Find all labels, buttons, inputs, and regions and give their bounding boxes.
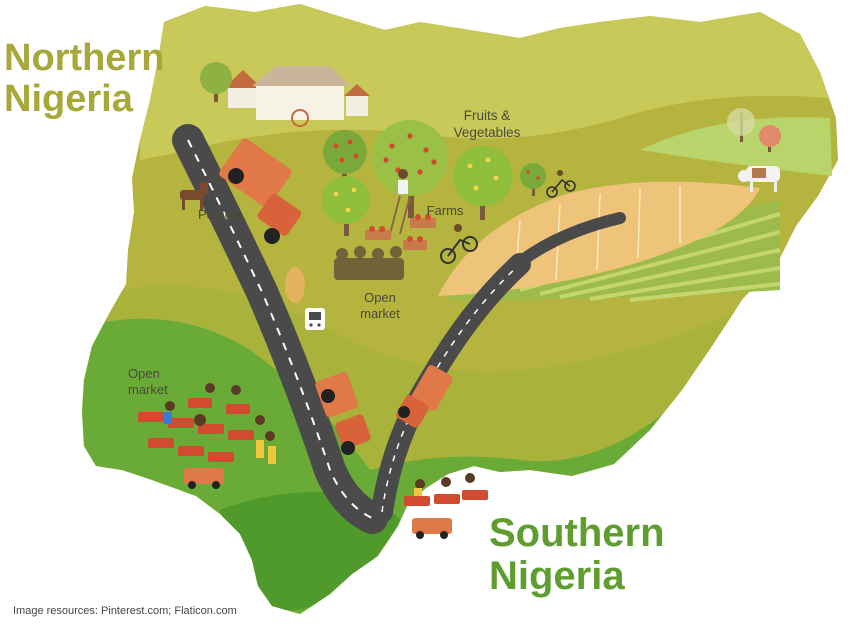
open-market-north-line1: Open — [364, 290, 396, 305]
open-market-south-label: Open market — [128, 366, 184, 399]
fruit-tree-icon — [759, 125, 781, 152]
fruit-tree-icon — [520, 163, 546, 196]
truck-icon — [412, 518, 452, 539]
open-market-south-line1: Open — [128, 366, 160, 381]
northern-nigeria-title: Northern Nigeria — [4, 37, 165, 121]
open-market-south-line2: market — [128, 382, 168, 398]
farm-road — [514, 212, 626, 268]
fruit-tree-icon — [322, 176, 370, 236]
north-title-line1: Northern — [4, 37, 165, 79]
south-title-line2: Nigeria — [489, 554, 625, 599]
tree-icon — [727, 108, 755, 142]
fruit-tree-icon — [323, 130, 367, 184]
open-market-north-label: Open market — [350, 290, 410, 323]
farms-label: Farms — [426, 203, 464, 218]
cyclist-icon — [440, 224, 478, 264]
pothole-label: Pothole — [197, 207, 243, 222]
fruits-vegetables-label: Fruits & Vegetables — [432, 108, 542, 142]
truck-icon — [184, 468, 224, 489]
cyclist-icon — [546, 170, 576, 198]
produce-crate-icon — [365, 214, 436, 250]
pothole-mark — [285, 267, 305, 303]
farmer-on-ladder-icon — [389, 169, 411, 235]
market-vendor-icon — [138, 383, 276, 464]
trees — [200, 62, 781, 236]
branch-road-line — [381, 263, 521, 513]
image-credit: Image resources: Pinterest.com; Flaticon… — [13, 605, 237, 617]
truck-icon — [396, 365, 453, 428]
fruit-tree-icon — [453, 146, 513, 220]
southern-nigeria-title: Southern Nigeria — [489, 511, 665, 599]
market-vendor-icon — [404, 473, 488, 506]
cow-icon — [738, 166, 780, 192]
fruits-label-line2: Vegetables — [453, 124, 521, 140]
tree-icon — [200, 62, 232, 102]
truck-icon — [219, 138, 302, 244]
truck-icon — [315, 372, 371, 455]
south-title-line1: Southern — [489, 511, 665, 555]
horse-icon — [180, 182, 208, 210]
north-title-line2: Nigeria — [4, 78, 133, 121]
farmhouse-icon — [224, 66, 370, 127]
fruit-tree-icon — [372, 120, 448, 218]
market-vendor-icon — [334, 246, 404, 280]
fruits-label-line1: Fruits & — [463, 108, 511, 123]
road-center-line — [187, 139, 373, 519]
open-market-north-line2: market — [360, 306, 400, 322]
